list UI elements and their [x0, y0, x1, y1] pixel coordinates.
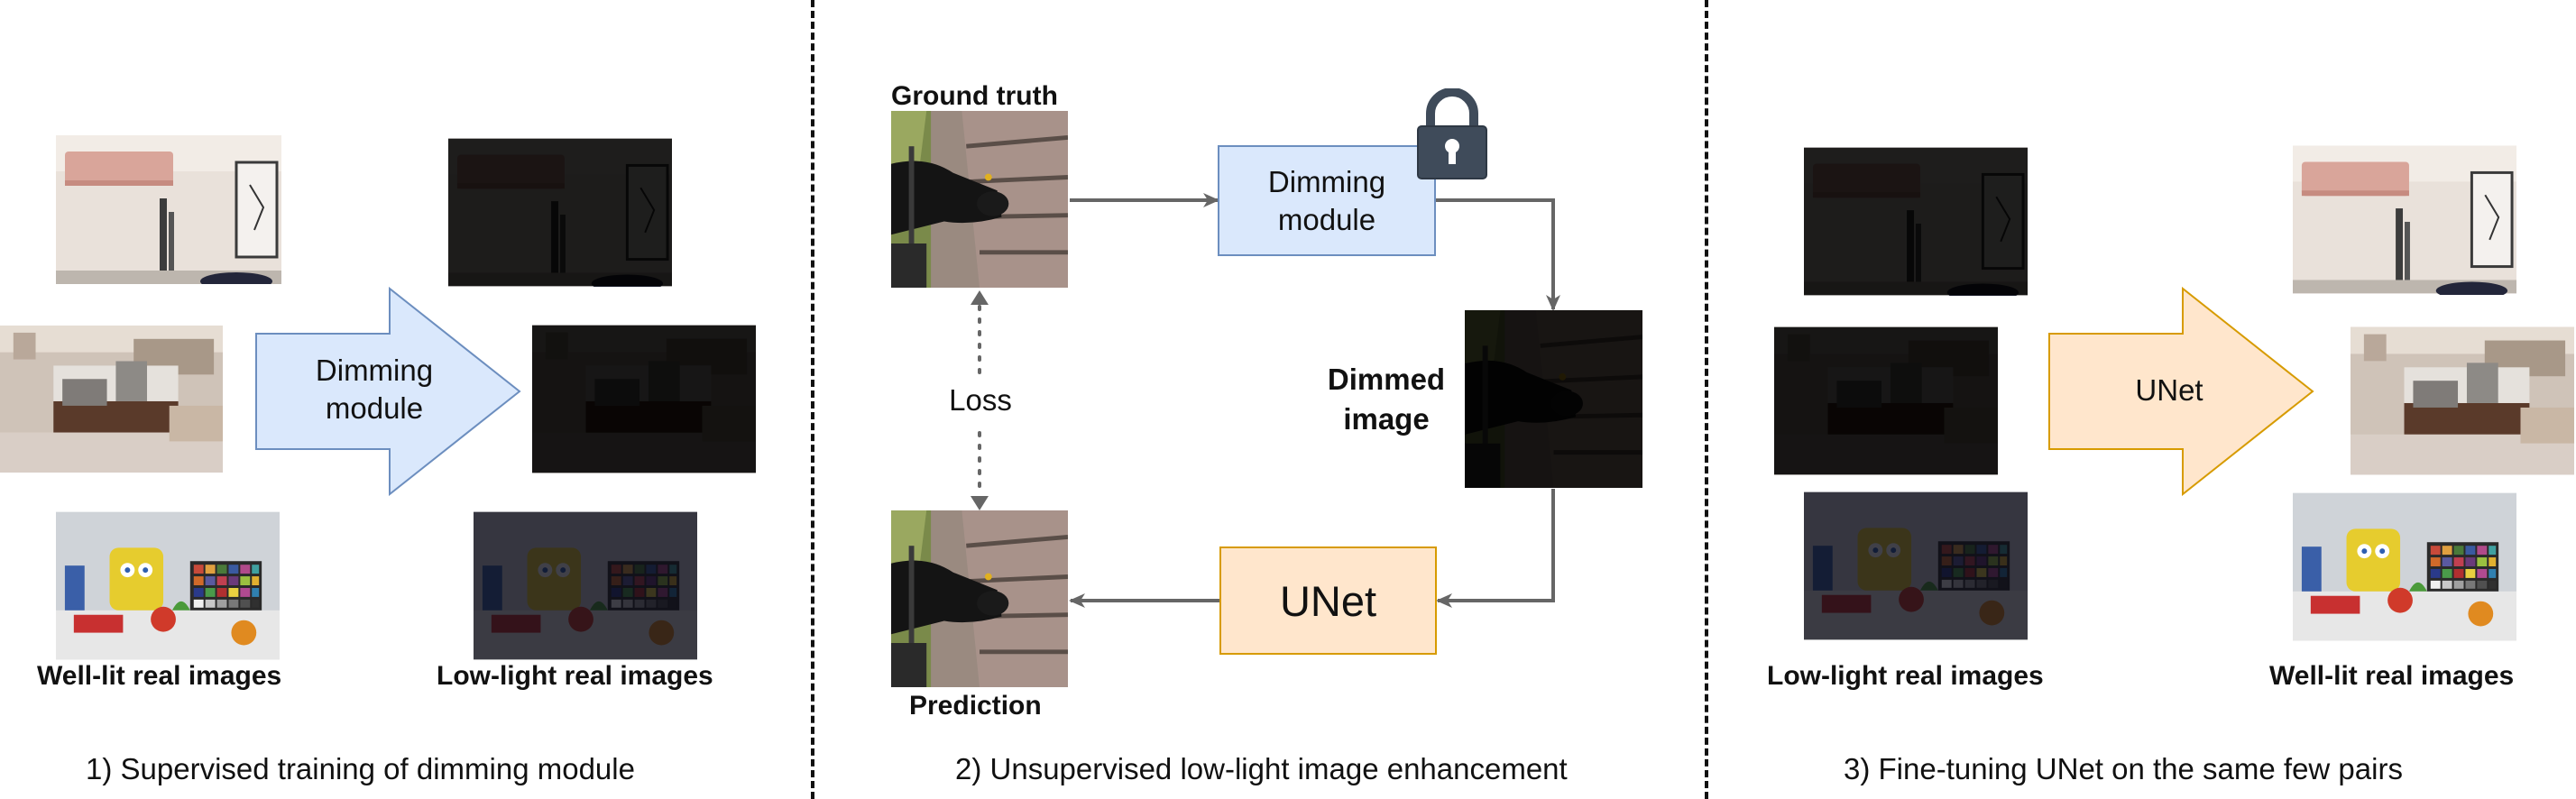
label-low-light-real-images-3: Low-light real images	[1767, 661, 2044, 691]
dimming-module-arrow-label: Dimming module	[315, 354, 434, 425]
low-light-photo-toys	[474, 511, 697, 660]
dimming-module-arrow	[255, 287, 521, 496]
caption-panel-3: 3) Fine-tuning UNet on the same few pair…	[1844, 752, 2403, 785]
label-prediction: Prediction	[909, 691, 1042, 721]
low-light-photo-room	[448, 138, 672, 287]
well-lit-photo-room-3	[2293, 144, 2516, 295]
unet-arrow	[2048, 287, 2314, 496]
panel-divider-1	[811, 0, 814, 799]
low-light-photo-toys-3	[1804, 491, 2028, 640]
well-lit-photo-living-room-3	[2351, 326, 2574, 475]
arrow-dimming-to-dimmed	[1436, 198, 1560, 311]
label-low-light-real-images: Low-light real images	[437, 661, 713, 691]
loss-arrowhead-down	[971, 496, 989, 510]
panel-divider-2	[1705, 0, 1708, 799]
loss-arrowhead-up	[971, 290, 989, 305]
prediction-photo	[891, 510, 1068, 687]
well-lit-photo-toys-3	[2293, 492, 2516, 641]
arrow-dimmed-to-unet	[1436, 489, 1555, 608]
caption-panel-2: 2) Unsupervised low-light image enhancem…	[955, 752, 1568, 785]
low-light-photo-room-3	[1804, 147, 2028, 296]
label-ground-truth: Ground truth	[891, 81, 1058, 111]
label-dimmed-image: Dimmed image	[1327, 363, 1446, 436]
low-light-photo-living-room	[532, 325, 756, 473]
unet-box: UNet	[1219, 546, 1437, 655]
label-well-lit-real-images: Well-lit real images	[37, 661, 282, 691]
dimmed-image-photo	[1465, 310, 1642, 488]
lock-icon	[1417, 88, 1487, 179]
ground-truth-photo	[891, 111, 1068, 288]
label-well-lit-real-images-3: Well-lit real images	[2269, 661, 2515, 691]
caption-panel-1: 1) Supervised training of dimming module	[86, 752, 635, 785]
low-light-photo-living-room-3	[1774, 326, 1998, 475]
label-loss: Loss	[949, 383, 1012, 417]
unet-arrow-label: UNet	[2135, 373, 2203, 407]
